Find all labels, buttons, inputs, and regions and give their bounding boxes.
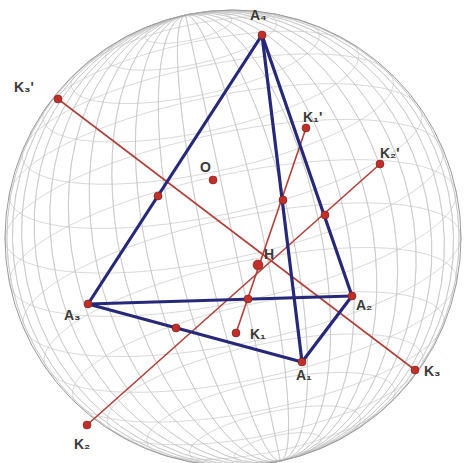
tetrahedron-edge <box>302 296 352 362</box>
point <box>83 421 91 429</box>
parallel <box>0 55 434 258</box>
parallel <box>34 9 368 164</box>
point-label: H <box>264 247 274 261</box>
red-line <box>87 164 380 425</box>
point-label: K₁ <box>250 327 266 341</box>
point <box>232 329 240 337</box>
point <box>172 324 180 332</box>
point <box>279 196 287 204</box>
meridian <box>128 3 338 463</box>
parallel <box>0 88 456 303</box>
sphere-outline <box>5 10 461 463</box>
point-label: K₁' <box>303 110 322 124</box>
parallel <box>185 394 366 463</box>
parallel <box>98 312 432 463</box>
point <box>54 95 62 103</box>
point <box>84 300 92 308</box>
parallel <box>0 128 466 348</box>
parallel <box>101 0 282 82</box>
meridian <box>50 0 416 463</box>
meridian <box>28 0 438 463</box>
point <box>348 292 356 300</box>
point-label: A₂ <box>356 298 372 312</box>
meridian <box>128 3 338 463</box>
point-label: K₂ <box>74 437 90 451</box>
tetrahedron-edge <box>88 296 352 304</box>
parallel <box>140 355 403 463</box>
point <box>302 124 310 132</box>
parallel <box>32 218 466 421</box>
point-label: O <box>200 160 211 174</box>
point <box>209 176 217 184</box>
meridian <box>9 0 458 463</box>
point <box>253 260 263 270</box>
tetrahedron-edge <box>262 35 302 362</box>
red-line <box>58 99 415 370</box>
point-label: A₁ <box>296 368 312 382</box>
point <box>298 358 306 366</box>
point <box>258 31 266 39</box>
parallel <box>62 266 455 449</box>
point <box>154 192 162 200</box>
meridian <box>28 0 438 463</box>
parallel <box>232 427 324 463</box>
point-label: A₄ <box>250 8 267 22</box>
meridian <box>9 0 458 463</box>
point <box>411 366 419 374</box>
tetrahedron-edge <box>262 35 352 296</box>
point <box>376 160 384 168</box>
point-label: K₃ <box>424 364 441 378</box>
meridian <box>50 0 416 463</box>
point <box>321 211 329 219</box>
tetrahedron-edge <box>88 35 262 304</box>
parallel <box>10 172 466 387</box>
point <box>244 295 252 303</box>
point-label: K₃' <box>14 80 34 94</box>
point-label: K₂' <box>380 146 400 160</box>
point-label: A₃ <box>64 308 81 322</box>
tetrahedron-edge <box>88 304 302 362</box>
